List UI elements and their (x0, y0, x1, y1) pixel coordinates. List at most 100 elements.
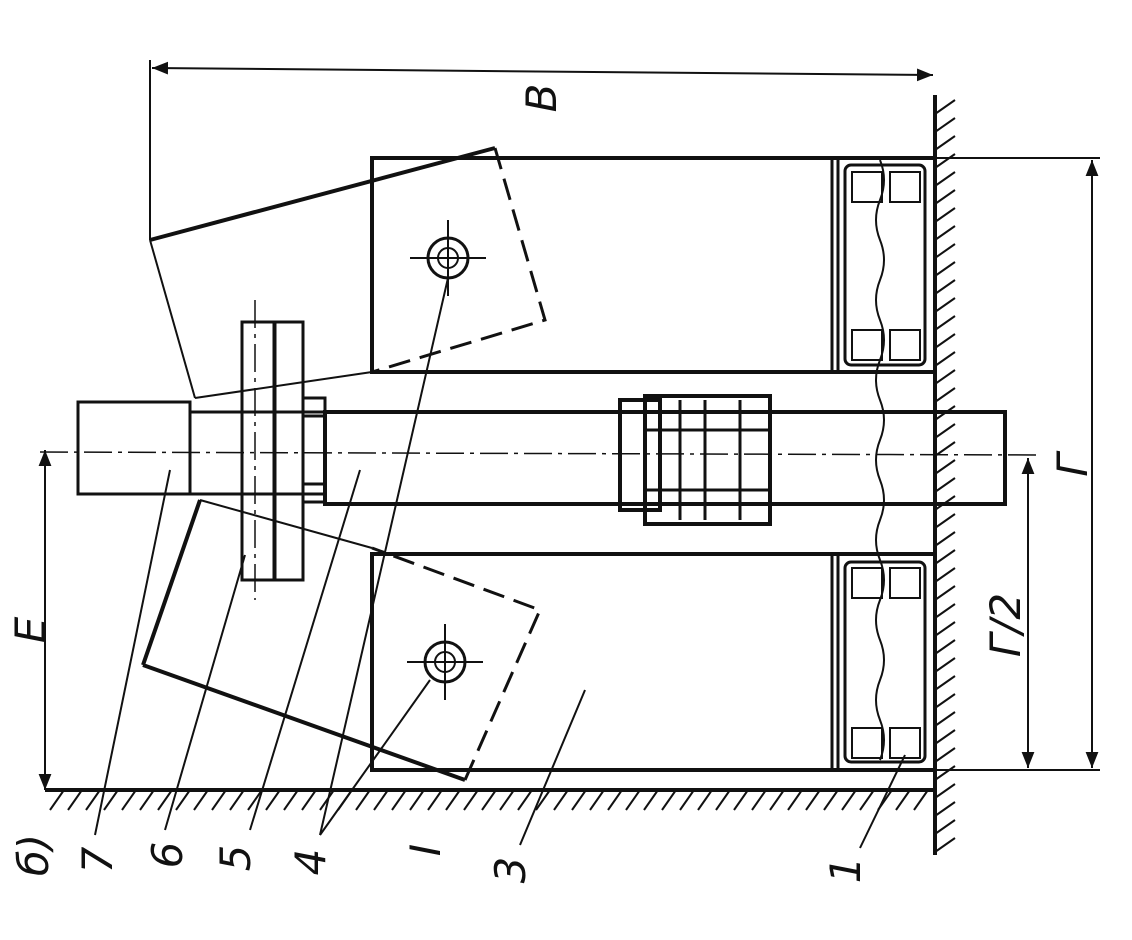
floor-hatch-line (283, 789, 299, 811)
wall-hatch-line (934, 207, 956, 223)
floor-hatch-line (427, 789, 443, 811)
floor-hatch-line (319, 789, 335, 811)
floor-hatch-line (157, 789, 173, 811)
wall-hatch-line (934, 801, 956, 817)
floor-hatch-line (751, 789, 767, 811)
wall-hatch-line (934, 279, 956, 295)
wall-hatch-line (934, 225, 956, 241)
coupling (618, 394, 772, 526)
wall-hatch-line (934, 765, 956, 781)
leader-lines (94, 277, 906, 849)
label-G: Г (1048, 450, 1097, 477)
wall-hatch-line (934, 711, 956, 727)
floor-hatch-line (409, 789, 425, 811)
floor-hatch-line (85, 789, 101, 811)
wall-hatch-line (934, 621, 956, 637)
label-E: Е (6, 616, 55, 643)
wall-hatch-line (934, 567, 956, 583)
wall-hatch-line (934, 639, 956, 655)
floor-hatch-line (229, 789, 245, 811)
wall-hatch-line (934, 513, 956, 529)
wall-hatch-line (934, 315, 956, 331)
wall-hatch-line (934, 657, 956, 673)
floor-hatch-line (175, 789, 191, 811)
label-part-7: 7 (73, 846, 122, 873)
floor-hatch-line (373, 789, 389, 811)
housing-lower (370, 552, 937, 772)
right-wall (933, 95, 956, 855)
dimension-B (149, 60, 934, 240)
center-lines (39, 300, 1041, 600)
label-part-1: 1 (821, 857, 870, 884)
floor-hatch-line (301, 789, 317, 811)
bearing-upper (830, 158, 927, 372)
wall-hatch-line (934, 387, 956, 403)
floor-hatch-line (121, 789, 137, 811)
break-line (875, 159, 885, 761)
wall-hatch-line (934, 783, 956, 799)
wall-hatch-line (934, 423, 956, 439)
label-G-half: Г/2 (981, 593, 1030, 657)
floor-hatch-line (535, 789, 551, 811)
floor-hatch-line (355, 789, 371, 811)
label-B: В (517, 84, 566, 113)
label-part-3: 3 (486, 857, 535, 884)
floor-hatch-line (589, 789, 605, 811)
bottom-floor (45, 788, 935, 811)
flange-discs (240, 320, 327, 582)
bolt-hole-upper (410, 220, 486, 296)
wall-hatch-line (934, 549, 956, 565)
floor-hatch-line (679, 789, 695, 811)
label-fig: б) (9, 834, 58, 876)
wall-hatch-line (934, 675, 956, 691)
swung-plate-lower (141, 499, 543, 782)
wall-hatch-line (934, 99, 956, 115)
wall-hatch-line (934, 603, 956, 619)
wall-hatch-line (934, 369, 956, 385)
wall-hatch-line (934, 135, 956, 151)
floor-hatch-line (247, 789, 263, 811)
label-roman-I: I (401, 844, 450, 856)
floor-hatch-line (697, 789, 713, 811)
floor-hatch-line (463, 789, 479, 811)
wall-hatch-line (934, 693, 956, 709)
wall-hatch-line (934, 441, 956, 457)
floor-hatch-line (913, 789, 929, 811)
floor-hatch-line (859, 789, 875, 811)
floor-hatch-line (553, 789, 569, 811)
bearing-lower (830, 554, 927, 770)
floor-hatch-line (481, 789, 497, 811)
floor-hatch-line (103, 789, 119, 811)
wall-hatch-line (934, 333, 956, 349)
floor-hatch-line (625, 789, 641, 811)
floor-hatch-line (715, 789, 731, 811)
floor-hatch-line (841, 789, 857, 811)
floor-hatch-line (391, 789, 407, 811)
floor-hatch-line (895, 789, 911, 811)
label-part-5: 5 (211, 845, 260, 872)
floor-hatch-line (265, 789, 281, 811)
floor-hatch-line (823, 789, 839, 811)
wall-hatch-line (934, 729, 956, 745)
floor-hatch-line (67, 789, 83, 811)
wall-hatch-line (934, 261, 956, 277)
wall-hatch-line (934, 153, 956, 169)
wall-hatch-line (934, 531, 956, 547)
floor-hatch-line (805, 789, 821, 811)
wall-hatch-line (934, 585, 956, 601)
wall-hatch-line (934, 351, 956, 367)
floor-hatch-line (661, 789, 677, 811)
wall-hatch-line (934, 477, 956, 493)
dimension-G (935, 157, 1100, 771)
floor-hatch-line (193, 789, 209, 811)
floor-hatch-line (769, 789, 785, 811)
floor-hatch-line (49, 789, 65, 811)
floor-hatch-line (517, 789, 533, 811)
wall-hatch-line (934, 747, 956, 763)
wall-hatch-line (934, 459, 956, 475)
bolt-hole-lower (407, 624, 483, 700)
floor-hatch-line (571, 789, 587, 811)
floor-hatch-line (643, 789, 659, 811)
floor-hatch-line (445, 789, 461, 811)
